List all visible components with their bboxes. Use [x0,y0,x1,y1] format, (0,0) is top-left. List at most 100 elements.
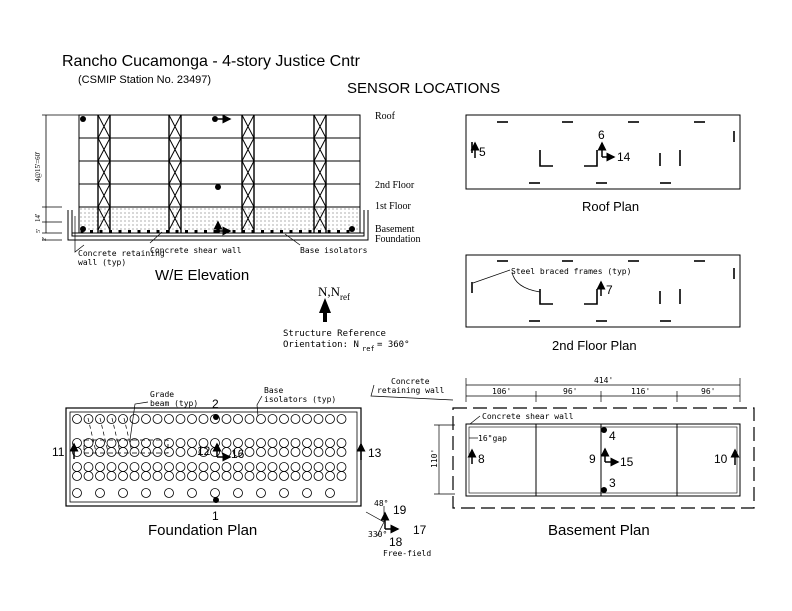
dim-total: 414' [594,376,613,385]
isolator-circle [290,438,301,448]
isolator-circle [175,414,186,424]
isolator-circle [129,462,140,472]
label-shear-wall-plan: Concrete shear wall [482,412,574,421]
sensor-14-label: 14 [617,150,631,164]
isolator-circle [72,488,82,498]
isolator-circle [95,414,105,424]
isolator-circle [187,447,197,457]
isolator-circle [279,462,289,472]
isolator-circle [175,462,186,472]
dim-small2: 2' [42,237,48,241]
isolator-circle [267,462,278,472]
isolator-circle [221,471,232,481]
isolator-circle [244,462,255,472]
orientation-line2: Orientation: N [283,340,359,350]
level-foundation: Foundation [375,234,421,245]
dim-seg-3: 116' [631,387,650,396]
sensor-4-label: 4 [609,429,616,443]
isolator-circle [141,471,151,481]
sensor-1-label: 1 [212,509,219,523]
sensor-19-label: 19 [393,503,407,517]
isolator-circle [106,414,117,424]
isolator-circle [244,471,255,481]
isolator-circle [152,462,163,472]
isolator-circle [129,471,140,481]
isolator-circle [279,471,289,481]
sensor-dot [212,116,218,122]
isolator-circle [83,447,94,457]
isolator-circle [221,438,232,448]
isolator-circle [95,462,105,472]
isolator-circle [302,414,312,424]
isolator-circle [325,414,335,424]
sensor-13-label: 13 [368,446,382,460]
isolator-circle [129,447,140,457]
isolator-circle [267,447,278,457]
level-2nd-floor: 2nd Floor [375,180,415,191]
isolator-circle [106,447,117,457]
isolator-circle [244,414,255,424]
isolator-circle [256,488,266,498]
dim-seg-4: 96' [701,387,715,396]
isolator-mark [185,230,188,233]
isolator-mark [175,230,179,233]
dim-height: 4@15'=60' [34,152,42,182]
isolator-circle [198,471,209,481]
orientation-sub: ref [362,345,375,353]
isolator-circle [210,462,220,472]
level-roof: Roof [375,111,396,122]
we-elevation: Roof 2nd Floor 1st Floor Basement Founda… [34,111,421,284]
isolator-mark [289,230,293,233]
isolator-circle [198,447,209,457]
isolator-circle [313,414,324,424]
free-field-label: Free-field [383,549,431,558]
isolator-circle [256,462,266,472]
isolator-circle [302,462,312,472]
sensor-dot [80,116,86,122]
sensor-dot [349,226,355,232]
label-concrete-retaining: Concrete [391,377,430,386]
isolator-circle [152,414,163,424]
isolator-circle [210,488,220,498]
level-1st-floor: 1st Floor [375,201,412,212]
isolator-circle [141,447,151,457]
isolator-mark [327,230,331,233]
isolator-circle [244,438,255,448]
isolator-circle [187,414,197,424]
label-base-isolators-plan: Base [264,386,283,395]
isolator-circle [279,414,289,424]
structure-reference: N,N ref Structure Reference Orientation:… [283,284,410,353]
orientation-value: = 360° [377,340,410,350]
isolator-circle [290,447,301,457]
isolator-circle [141,462,151,472]
sensor-5-label: 5 [479,145,486,159]
isolator-circle [256,438,266,448]
isolator-mark [346,230,350,233]
level-basement: Basement [375,224,415,235]
isolator-circle [267,471,278,481]
isolator-mark [280,230,283,233]
sensor-3-label: 3 [609,476,616,490]
isolator-circle [175,447,186,457]
isolator-circle [118,488,128,498]
isolator-circle [95,471,105,481]
second-floor-plan: 7 Steel braced frames (typ) 2nd Floor Pl… [465,254,741,353]
isolator-circle [325,447,335,457]
page-title: Rancho Cucamonga - 4-story Justice Cntr [62,53,361,70]
isolator-circle [164,447,174,457]
isolator-mark [90,230,93,233]
isolator-circle [164,471,174,481]
isolator-circle [336,471,347,481]
isolator-circle [233,414,243,424]
foundation-plan: Grade beam (typ) Base isolators (typ) 2 … [52,386,382,539]
isolator-circle [164,488,174,498]
isolator-circle [141,488,151,498]
label-grade-beam-typ: beam (typ) [150,399,198,408]
label-base-isolators: Base isolators [300,246,368,255]
isolator-mark [166,230,169,233]
isolator-mark [308,230,312,233]
isolator-circle [279,488,289,498]
basement-plan: 414' 106' 96' 116' 96' 110' Concrete ret… [370,376,755,539]
isolator-circle [187,488,197,498]
